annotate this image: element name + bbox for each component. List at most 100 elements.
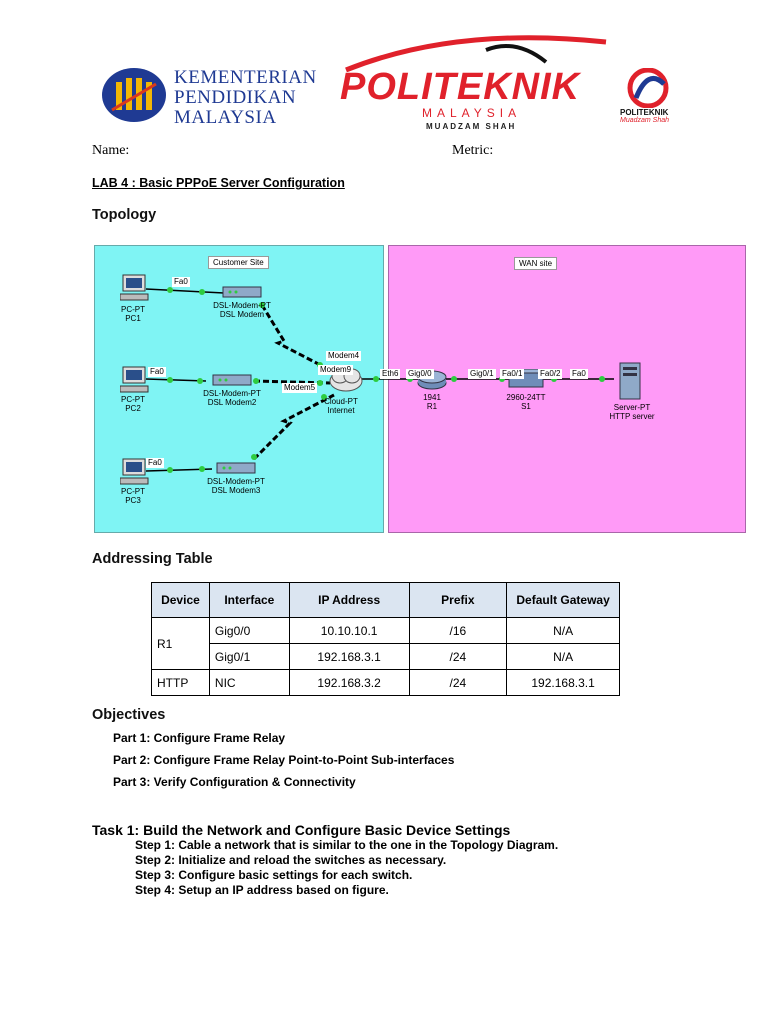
politeknik-swoosh-logo (345, 35, 607, 72)
name-field-label: Name: (92, 143, 130, 158)
cell-gateway: N/A (506, 617, 620, 644)
if-tag-modem9: Modem9 (318, 365, 354, 375)
modem3-type: DSL-Modem-PT (207, 477, 265, 486)
cell-interface: Gig0/0 (208, 617, 290, 644)
kpm-line-1: KEMENTERIAN (174, 67, 317, 88)
modem2-type: DSL-Modem-PT (203, 389, 261, 398)
cell-device: HTTP (151, 669, 210, 696)
cell-prefix: /16 (408, 617, 508, 644)
cell-gateway: 192.168.3.1 (506, 669, 620, 696)
politeknik-malaysia-text: MALAYSIA (422, 106, 522, 120)
topology-heading: Topology (92, 207, 157, 223)
pc3-icon (120, 458, 149, 485)
router-name: R1 (426, 402, 438, 411)
metric-field-label: Metric: (452, 143, 494, 158)
cell-interface: NIC (208, 669, 290, 696)
if-tag-pc2-fa0: Fa0 (148, 367, 166, 377)
server-icon (619, 362, 641, 400)
objective-part-3: Part 3: Verify Configuration & Connectiv… (113, 775, 356, 789)
politeknik-wordmark: POLITEKNIK (340, 66, 581, 108)
cell-gateway: N/A (506, 643, 620, 670)
politeknik-muadzam-text: MUADZAM SHAH (426, 122, 517, 131)
cell-ip: 192.168.3.2 (288, 669, 410, 696)
col-prefix: Prefix (408, 582, 508, 618)
router-label: 1941 R1 (412, 393, 452, 411)
topology-diagram: Customer Site WAN site PC-PT PC1 PC-PT P… (94, 245, 746, 533)
document-header: KEMENTERIAN PENDIDIKAN MALAYSIA POLITEKN… (92, 28, 688, 132)
addressing-table: Device Interface IP Address Prefix Defau… (151, 582, 620, 696)
pc2-label: PC-PT PC2 (110, 395, 156, 413)
pc3-type: PC-PT (121, 487, 145, 496)
if-tag-modem5: Modem5 (282, 383, 318, 393)
switch-name: S1 (521, 402, 531, 411)
addressing-heading: Addressing Table (92, 551, 213, 567)
if-tag-eth6: Eth6 (380, 369, 401, 379)
kpm-emblem-logo (102, 68, 166, 122)
cloud-label: Cloud-PT Internet (316, 397, 366, 415)
dsl-modem3-icon (216, 462, 256, 474)
switch-label: 2960-24TT S1 (498, 393, 554, 411)
server-type: Server-PT (613, 403, 651, 412)
dsl-modem2-label: DSL-Modem-PT DSL Modem2 (192, 389, 272, 407)
pc3-name: PC3 (125, 496, 141, 505)
objectives-heading: Objectives (92, 707, 166, 723)
cell-interface: Gig0/1 (208, 643, 290, 670)
lab-title: LAB 4 : Basic PPPoE Server Configuration (92, 176, 345, 190)
if-tag-gig00: Gig0/0 (406, 369, 434, 379)
modem1-name: DSL Modem (219, 310, 265, 319)
task1-title: Task 1: Build the Network and Configure … (92, 822, 511, 838)
pc1-icon (120, 274, 149, 301)
pc2-icon (120, 366, 149, 393)
router-type: 1941 (423, 393, 441, 402)
server-name: HTTP server (609, 412, 655, 421)
kpm-line-2: PENDIDIKAN (174, 87, 297, 108)
pc1-type: PC-PT (121, 305, 145, 314)
task1-step-1: Step 1: Cable a network that is similar … (135, 838, 559, 852)
cell-device: R1 (151, 617, 210, 670)
if-tag-gig01: Gig0/1 (468, 369, 496, 379)
table-row: HTTP NIC 192.168.3.2 /24 192.168.3.1 (151, 669, 620, 696)
if-tag-fa01: Fa0/1 (500, 369, 525, 379)
pms-line-2: Muadzam Shah (620, 117, 670, 124)
objective-part-1: Part 1: Configure Frame Relay (113, 731, 286, 745)
kpm-line-3: MALAYSIA (174, 107, 277, 128)
task1-step-4: Step 4: Setup an IP address based on fig… (135, 883, 389, 897)
if-tag-server-fa0: Fa0 (570, 369, 588, 379)
col-device: Device (151, 582, 210, 618)
wan-site-area (388, 245, 746, 533)
pms-line-1: POLITEKNIK (620, 108, 669, 117)
table-row: Gig0/1 192.168.3.1 /24 N/A (152, 643, 620, 670)
pms-emblem-logo (627, 68, 669, 108)
col-interface: Interface (208, 582, 290, 618)
if-tag-modem4: Modem4 (326, 351, 362, 361)
dsl-modem2-icon (212, 374, 252, 386)
if-tag-pc1-fa0: Fa0 (172, 277, 190, 287)
modem3-name: DSL Modem3 (211, 486, 261, 495)
if-tag-pc3-fa0: Fa0 (146, 458, 164, 468)
dsl-modem3-label: DSL-Modem-PT DSL Modem3 (196, 477, 276, 495)
server-label: Server-PT HTTP server (600, 403, 664, 421)
dsl-modem1-label: DSL-Modem-PT DSL Modem (202, 301, 282, 319)
table-header-row: Device Interface IP Address Prefix Defau… (151, 582, 620, 618)
modem1-type: DSL-Modem-PT (213, 301, 271, 310)
cloud-type: Cloud-PT (324, 397, 358, 406)
customer-site-label: Customer Site (208, 256, 269, 269)
switch-type: 2960-24TT (506, 393, 546, 402)
task1-step-3: Step 3: Configure basic settings for eac… (135, 868, 413, 882)
cell-ip: 10.10.10.1 (288, 617, 410, 644)
pc1-name: PC1 (125, 314, 141, 323)
cell-prefix: /24 (408, 669, 508, 696)
if-tag-fa02: Fa0/2 (538, 369, 563, 379)
dsl-modem1-icon (222, 286, 262, 298)
objective-part-2: Part 2: Configure Frame Relay Point-to-P… (113, 753, 455, 767)
cloud-name: Internet (327, 406, 355, 415)
kpm-logo-text: KEMENTERIAN PENDIDIKAN MALAYSIA (174, 68, 317, 128)
pc2-type: PC-PT (121, 395, 145, 404)
pc1-label: PC-PT PC1 (110, 305, 156, 323)
topology-links (145, 287, 614, 473)
pc2-name: PC2 (125, 404, 141, 413)
table-row: R1 Gig0/0 10.10.10.1 /16 N/A (151, 617, 620, 670)
wan-site-label: WAN site (514, 257, 558, 270)
cell-prefix: /24 (408, 643, 508, 670)
modem2-name: DSL Modem2 (207, 398, 257, 407)
